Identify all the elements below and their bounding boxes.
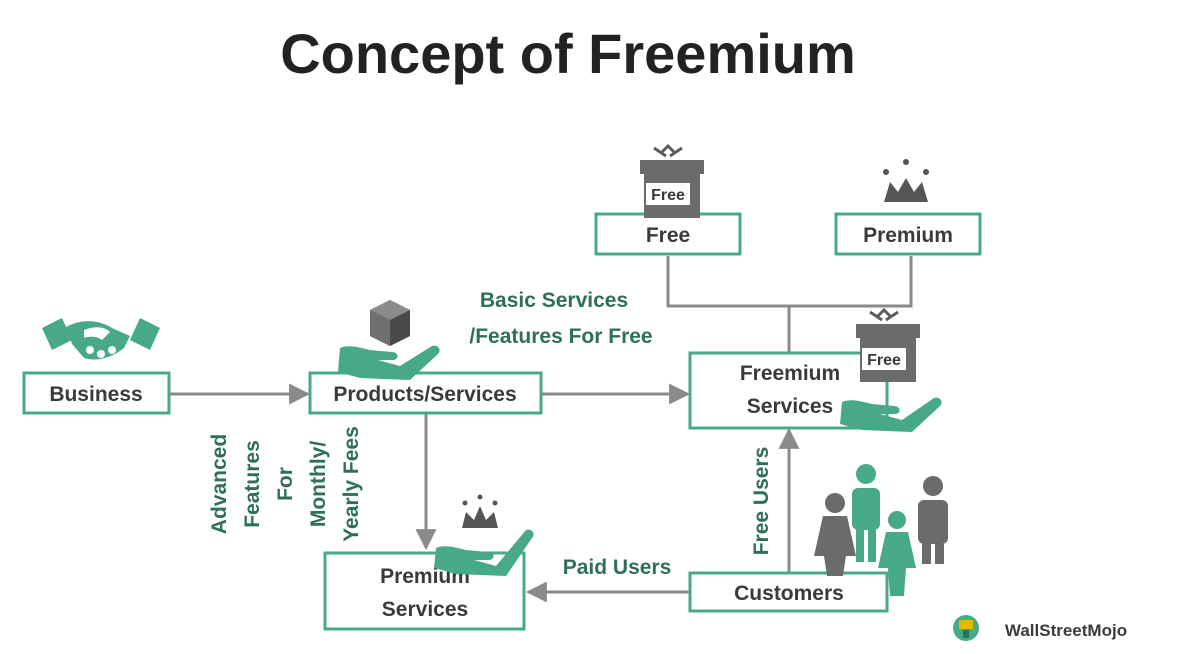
logo-icon xyxy=(953,615,979,641)
box-icon xyxy=(370,300,410,346)
freemium-label-line1: Freemium xyxy=(740,362,840,385)
premium-label: Premium xyxy=(863,224,953,247)
premium-box: Premium xyxy=(834,212,982,256)
advanced-features-label: Advanced Features For Monthly/ Yearly Fe… xyxy=(208,426,363,542)
hand-icon xyxy=(434,529,534,576)
advanced-label-line2: Features xyxy=(241,440,264,528)
products-box: Products/Services xyxy=(308,371,543,415)
paid-users-label: Paid Users xyxy=(563,556,672,579)
free-label: Free xyxy=(646,224,690,247)
brand-name: WallStreetMojo xyxy=(1005,621,1127,640)
connectors xyxy=(170,256,913,603)
products-label: Products/Services xyxy=(333,383,516,406)
basic-services-label-line1: Basic Services xyxy=(480,289,628,312)
monthly-label-line1: Monthly/ xyxy=(307,441,330,527)
gift-icon: Free xyxy=(856,307,920,382)
premium-services-label-line2: Services xyxy=(382,598,468,621)
brand-logo: WallStreetMojo xyxy=(953,615,1127,641)
freemium-label-line2: Services xyxy=(747,395,833,418)
bracket-free-premium xyxy=(666,256,913,352)
free-users-label: Free Users xyxy=(750,447,773,556)
freemium-box: Freemium Services xyxy=(688,351,889,430)
customers-box: Customers xyxy=(688,571,889,613)
customers-label: Customers xyxy=(734,582,844,605)
hand-icon xyxy=(338,345,440,380)
premium-services-box: Premium Services xyxy=(323,551,526,631)
advanced-label-line1: Advanced xyxy=(208,434,231,534)
free-box: Free xyxy=(594,212,742,256)
gift-tag-label: Free xyxy=(651,187,685,204)
monthly-label-line2: Yearly Fees xyxy=(340,426,363,542)
gift-icon: Free xyxy=(640,143,704,218)
crown-icon xyxy=(462,494,498,528)
handshake-icon xyxy=(42,318,160,360)
hand-icon xyxy=(840,397,942,432)
business-box: Business xyxy=(22,371,171,415)
basic-services-label-line2: /Features For Free xyxy=(469,325,652,348)
business-label: Business xyxy=(49,383,142,406)
diagram-title: Concept of Freemium xyxy=(280,22,856,85)
people-icon xyxy=(814,464,948,596)
gift-tag-label: Free xyxy=(867,352,901,369)
crown-icon xyxy=(883,159,929,202)
advanced-label-line3: For xyxy=(274,467,297,501)
